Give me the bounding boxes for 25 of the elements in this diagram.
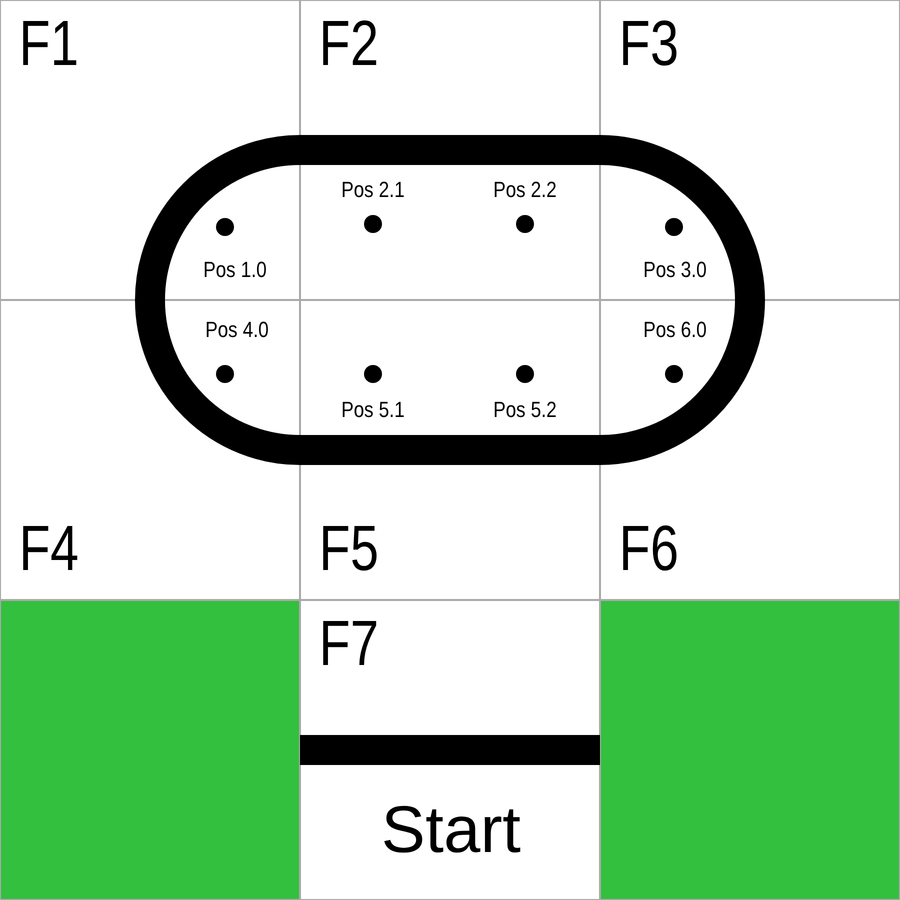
grass-tile	[600, 600, 900, 900]
position-label: Pos 3.0	[643, 259, 707, 281]
position-label: Pos 5.2	[493, 399, 557, 421]
position-label: Pos 2.2	[493, 179, 557, 201]
grass-tile	[0, 600, 300, 900]
grid-tile	[600, 0, 900, 300]
grid-tile	[0, 0, 300, 300]
tile-label: F7	[319, 611, 379, 675]
tile-label: F4	[19, 516, 79, 580]
tile-label: F6	[619, 516, 679, 580]
position-label: Pos 2.1	[341, 179, 405, 201]
grid-tile	[300, 300, 600, 600]
grid-tile	[0, 300, 300, 600]
tile-label: F1	[19, 11, 79, 75]
position-label: Pos 6.0	[643, 319, 707, 341]
grid-tile	[300, 0, 600, 300]
position-label: Pos 5.1	[341, 399, 405, 421]
tile-label: F3	[619, 11, 679, 75]
start-label: Start	[380, 796, 522, 862]
position-label: Pos 1.0	[203, 259, 267, 281]
tile-label: F5	[319, 516, 379, 580]
position-label: Pos 4.0	[205, 319, 269, 341]
grid-tile	[300, 600, 600, 900]
grid-tile	[600, 300, 900, 600]
tile-label: F2	[319, 11, 379, 75]
